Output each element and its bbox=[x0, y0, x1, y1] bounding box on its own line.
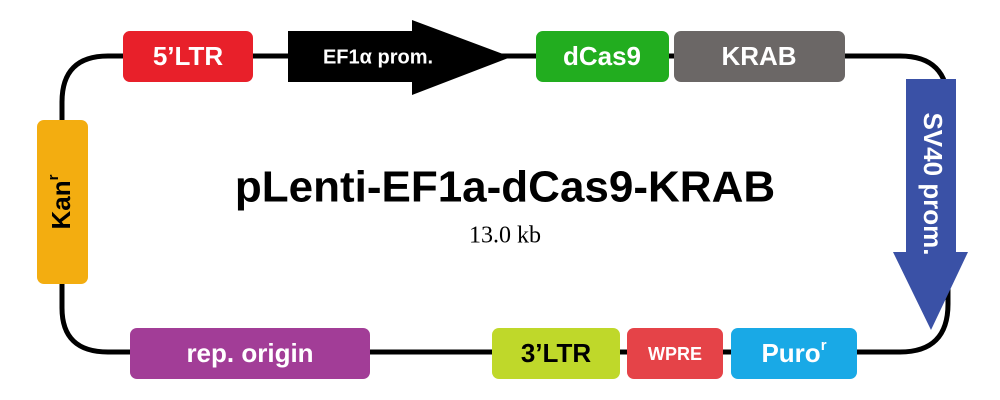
plasmid-size: 13.0 kb bbox=[469, 223, 541, 249]
feature-rep-origin-label: rep. origin bbox=[186, 338, 313, 368]
feature-kanr-label: Kanr bbox=[45, 174, 76, 229]
feature-5ltr-label: 5’LTR bbox=[153, 41, 224, 71]
feature-krab: KRAB bbox=[674, 31, 845, 82]
feature-3ltr-label: 3’LTR bbox=[521, 338, 592, 368]
feature-wpre: WPRE bbox=[627, 328, 723, 379]
feature-rep-origin: rep. origin bbox=[130, 328, 370, 379]
feature-ef1a-promoter: EF1α prom. bbox=[288, 20, 511, 95]
feature-5ltr: 5’LTR bbox=[123, 31, 253, 82]
feature-puror-label: Puror bbox=[761, 337, 826, 368]
feature-3ltr: 3’LTR bbox=[492, 328, 620, 379]
feature-dcas9: dCas9 bbox=[536, 31, 669, 82]
feature-sv40-label: SV40 prom. bbox=[918, 112, 948, 255]
feature-krab-label: KRAB bbox=[721, 41, 796, 71]
feature-wpre-label: WPRE bbox=[648, 344, 702, 364]
feature-dcas9-label: dCas9 bbox=[563, 41, 641, 71]
feature-kanr: Kanr bbox=[37, 120, 88, 284]
feature-ef1a-label: EF1α prom. bbox=[323, 46, 433, 68]
feature-sv40-promoter: SV40 prom. bbox=[893, 79, 968, 330]
plasmid-title: pLenti-EF1a-dCas9-KRAB bbox=[235, 163, 775, 212]
feature-puror: Puror bbox=[731, 328, 857, 379]
